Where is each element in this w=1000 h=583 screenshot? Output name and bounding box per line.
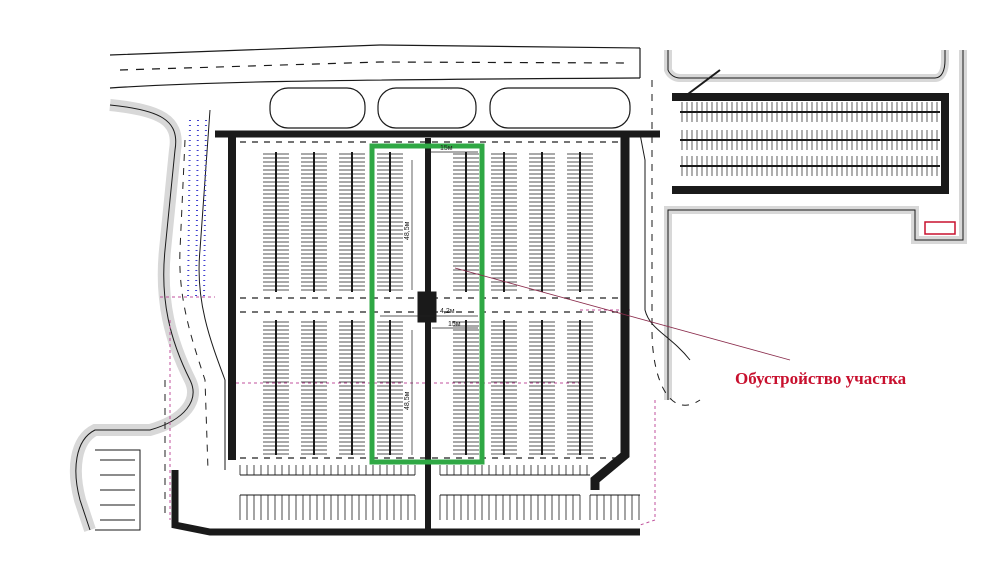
dim-top: 15м	[440, 145, 453, 152]
dimension-labels: 15м 4,2м 15м 48,5м 48,5м	[404, 145, 461, 410]
annotation-label: Обустройство участка	[735, 369, 907, 388]
top-islands	[269, 87, 631, 129]
dim-length-upper: 48,5м	[404, 221, 411, 240]
dim-mid: 4,2м	[440, 308, 455, 315]
central-spine	[417, 138, 437, 532]
parking-stalls-lower	[263, 320, 593, 455]
aisle-dashes	[240, 141, 620, 459]
highlight-frame	[369, 143, 485, 465]
left-road	[69, 99, 226, 532]
utility-lines	[160, 296, 656, 526]
parking-stalls-right	[680, 102, 940, 176]
parking-stalls-upper	[263, 152, 593, 292]
parking-stalls-bottom	[239, 465, 640, 520]
leader-line	[454, 267, 791, 361]
right-upper-lot	[639, 50, 967, 406]
lower-left-bay	[95, 449, 141, 531]
dimension-marks	[380, 151, 478, 455]
main-lot-boundary	[171, 130, 660, 536]
dim-length-lower: 48,5м	[404, 391, 411, 410]
upper-road	[109, 44, 641, 89]
dim-lower: 15м	[448, 321, 461, 328]
utility-dots	[187, 119, 207, 301]
equipment-marker	[924, 221, 956, 235]
